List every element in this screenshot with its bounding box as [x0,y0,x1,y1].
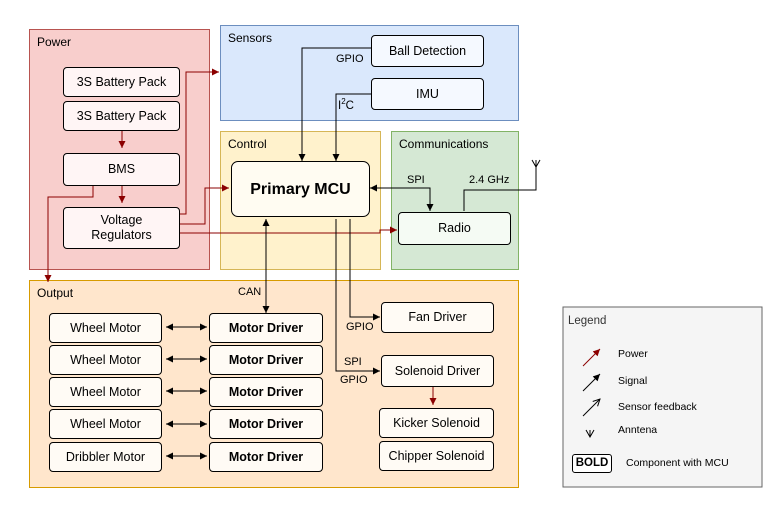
motor-driver-3: Motor Driver [209,377,323,407]
ball-detection-block: Ball Detection [371,35,484,67]
voltage-regulators-line1: Voltage [100,213,143,227]
legend-bold-sample: BOLD [572,454,612,473]
sensors-region-label: Sensors [228,31,273,45]
legend-sensor-arrow [582,399,600,417]
dribbler-motor: Dribbler Motor [49,442,162,472]
legend-signal-arrow [582,373,601,392]
control-region-label: Control [228,137,267,151]
legend-title: Legend [568,315,607,327]
frequency-label: 2.4 GHz [469,174,510,186]
legend-sensor-feedback-label: Sensor feedback [618,401,697,413]
primary-mcu-block: Primary MCU [231,161,370,217]
communications-region-label: Communications [399,137,489,151]
antenna-icon [531,159,541,169]
gpio-fan-label: GPIO [346,321,374,333]
i2c-label-end: C [345,99,354,112]
kicker-solenoid-block: Kicker Solenoid [379,408,494,438]
power-region-label: Power [37,35,72,49]
communications-region: Communications [391,131,519,270]
battery-pack-2: 3S Battery Pack [63,101,180,131]
i2c-label-sup: 2 [341,97,346,106]
spi-solenoid-label: SPI [344,356,362,368]
solenoid-driver-block: Solenoid Driver [381,355,494,387]
gpio-solenoid-label: GPIO [340,374,368,386]
legend-signal-label: Signal [618,375,648,387]
voltage-regulators-line2: Regulators [91,228,152,242]
voltage-regulators-block: Voltage Regulators [63,207,180,249]
imu-block: IMU [371,78,484,110]
i2c-label: I2C [338,97,354,112]
legend-antenna-label: Anntena [618,424,658,436]
motor-driver-1: Motor Driver [209,313,323,343]
motor-driver-5: Motor Driver [209,442,323,472]
radio-block: Radio [398,212,511,245]
legend-power-arrow [582,348,601,367]
battery-pack-1: 3S Battery Pack [63,67,180,97]
chipper-solenoid-block: Chipper Solenoid [379,441,494,471]
spi-radio-label: SPI [407,174,425,186]
legend-component-with-mcu-label: Component with MCU [626,457,729,469]
i2c-label-base: I [338,99,342,112]
motor-driver-4: Motor Driver [209,409,323,439]
fan-driver-block: Fan Driver [381,302,494,333]
legend-antenna-icon [585,429,595,439]
wheel-motor-3: Wheel Motor [49,377,162,407]
legend-power-label: Power [618,348,648,360]
can-label: CAN [238,286,262,298]
gpio-ball-label: GPIO [336,53,364,65]
wheel-motor-1: Wheel Motor [49,313,162,343]
wheel-motor-4: Wheel Motor [49,409,162,439]
wheel-motor-2: Wheel Motor [49,345,162,375]
bms-block: BMS [63,153,180,186]
output-region-label: Output [37,286,74,300]
motor-driver-2: Motor Driver [209,345,323,375]
